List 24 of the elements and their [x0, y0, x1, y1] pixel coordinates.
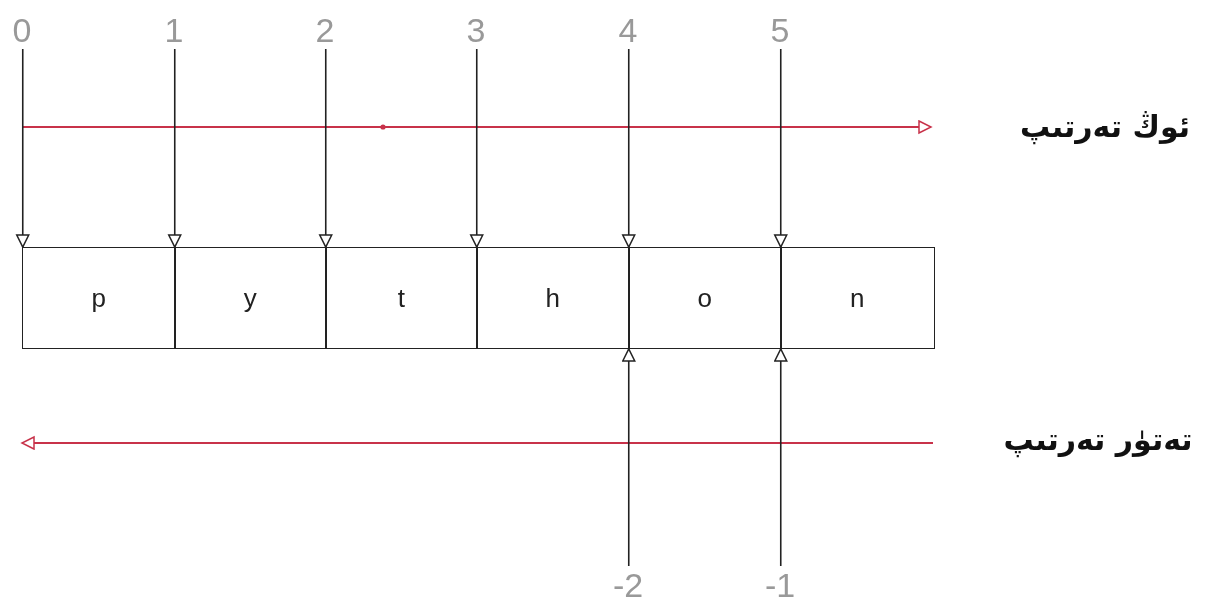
arrow	[774, 48, 788, 248]
arrow	[774, 348, 788, 567]
index-number: 2	[315, 13, 335, 47]
arrow	[16, 48, 30, 248]
index-number: 4	[618, 13, 638, 47]
arrow	[168, 48, 182, 248]
row-label: تەتۈر تەرتىپ	[1003, 422, 1193, 458]
cell: y	[174, 247, 327, 349]
arrow	[470, 48, 484, 248]
index-number: -2	[612, 568, 644, 602]
index-number: -1	[764, 568, 796, 602]
cell: p	[22, 247, 176, 349]
index-number: 1	[164, 13, 184, 47]
cell: o	[628, 247, 782, 349]
arrow	[622, 348, 636, 567]
cell: h	[476, 247, 630, 349]
arrow	[622, 48, 636, 248]
arrow	[319, 48, 333, 248]
index-number: 5	[770, 13, 790, 47]
index-number: 0	[12, 13, 32, 47]
row-label: ئوڭ تەرتىپ	[1020, 109, 1190, 145]
cell: t	[325, 247, 478, 349]
index-number: 3	[466, 13, 486, 47]
cell: n	[780, 247, 935, 349]
